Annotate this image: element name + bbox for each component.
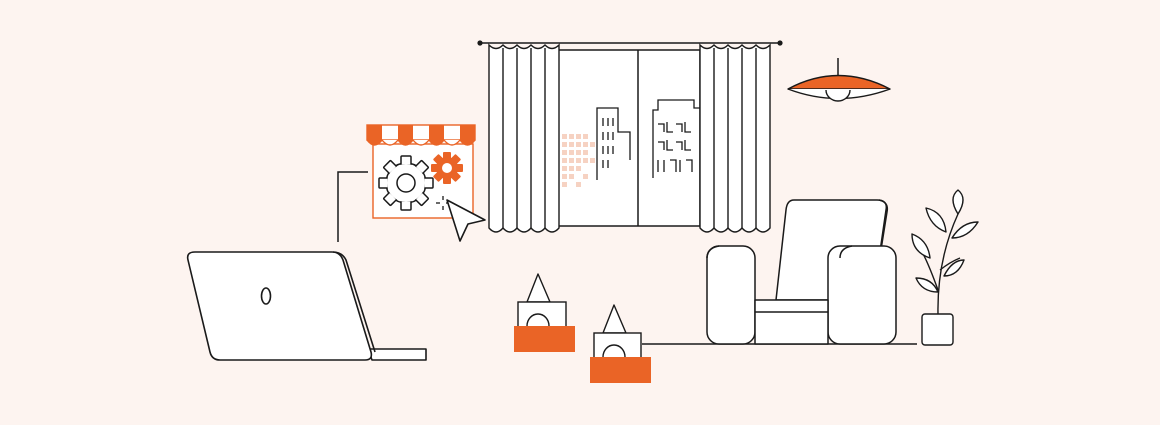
curtain-right [699, 43, 771, 233]
laptop-logo [260, 287, 272, 305]
curtain-left [488, 43, 560, 233]
window-with-curtains [477, 40, 783, 233]
shopping-bag-icon [514, 273, 575, 352]
connector-line [337, 171, 368, 242]
city-skyline [562, 99, 700, 187]
cursor-icon [436, 196, 486, 242]
shopping-bag-icon [590, 304, 651, 383]
gear-icon [431, 152, 463, 184]
armchair-icon [706, 199, 897, 345]
laptop-icon [186, 251, 427, 361]
potted-plant-icon [911, 189, 979, 346]
gear-icon [378, 155, 434, 211]
pendant-lamp-icon [787, 58, 891, 102]
